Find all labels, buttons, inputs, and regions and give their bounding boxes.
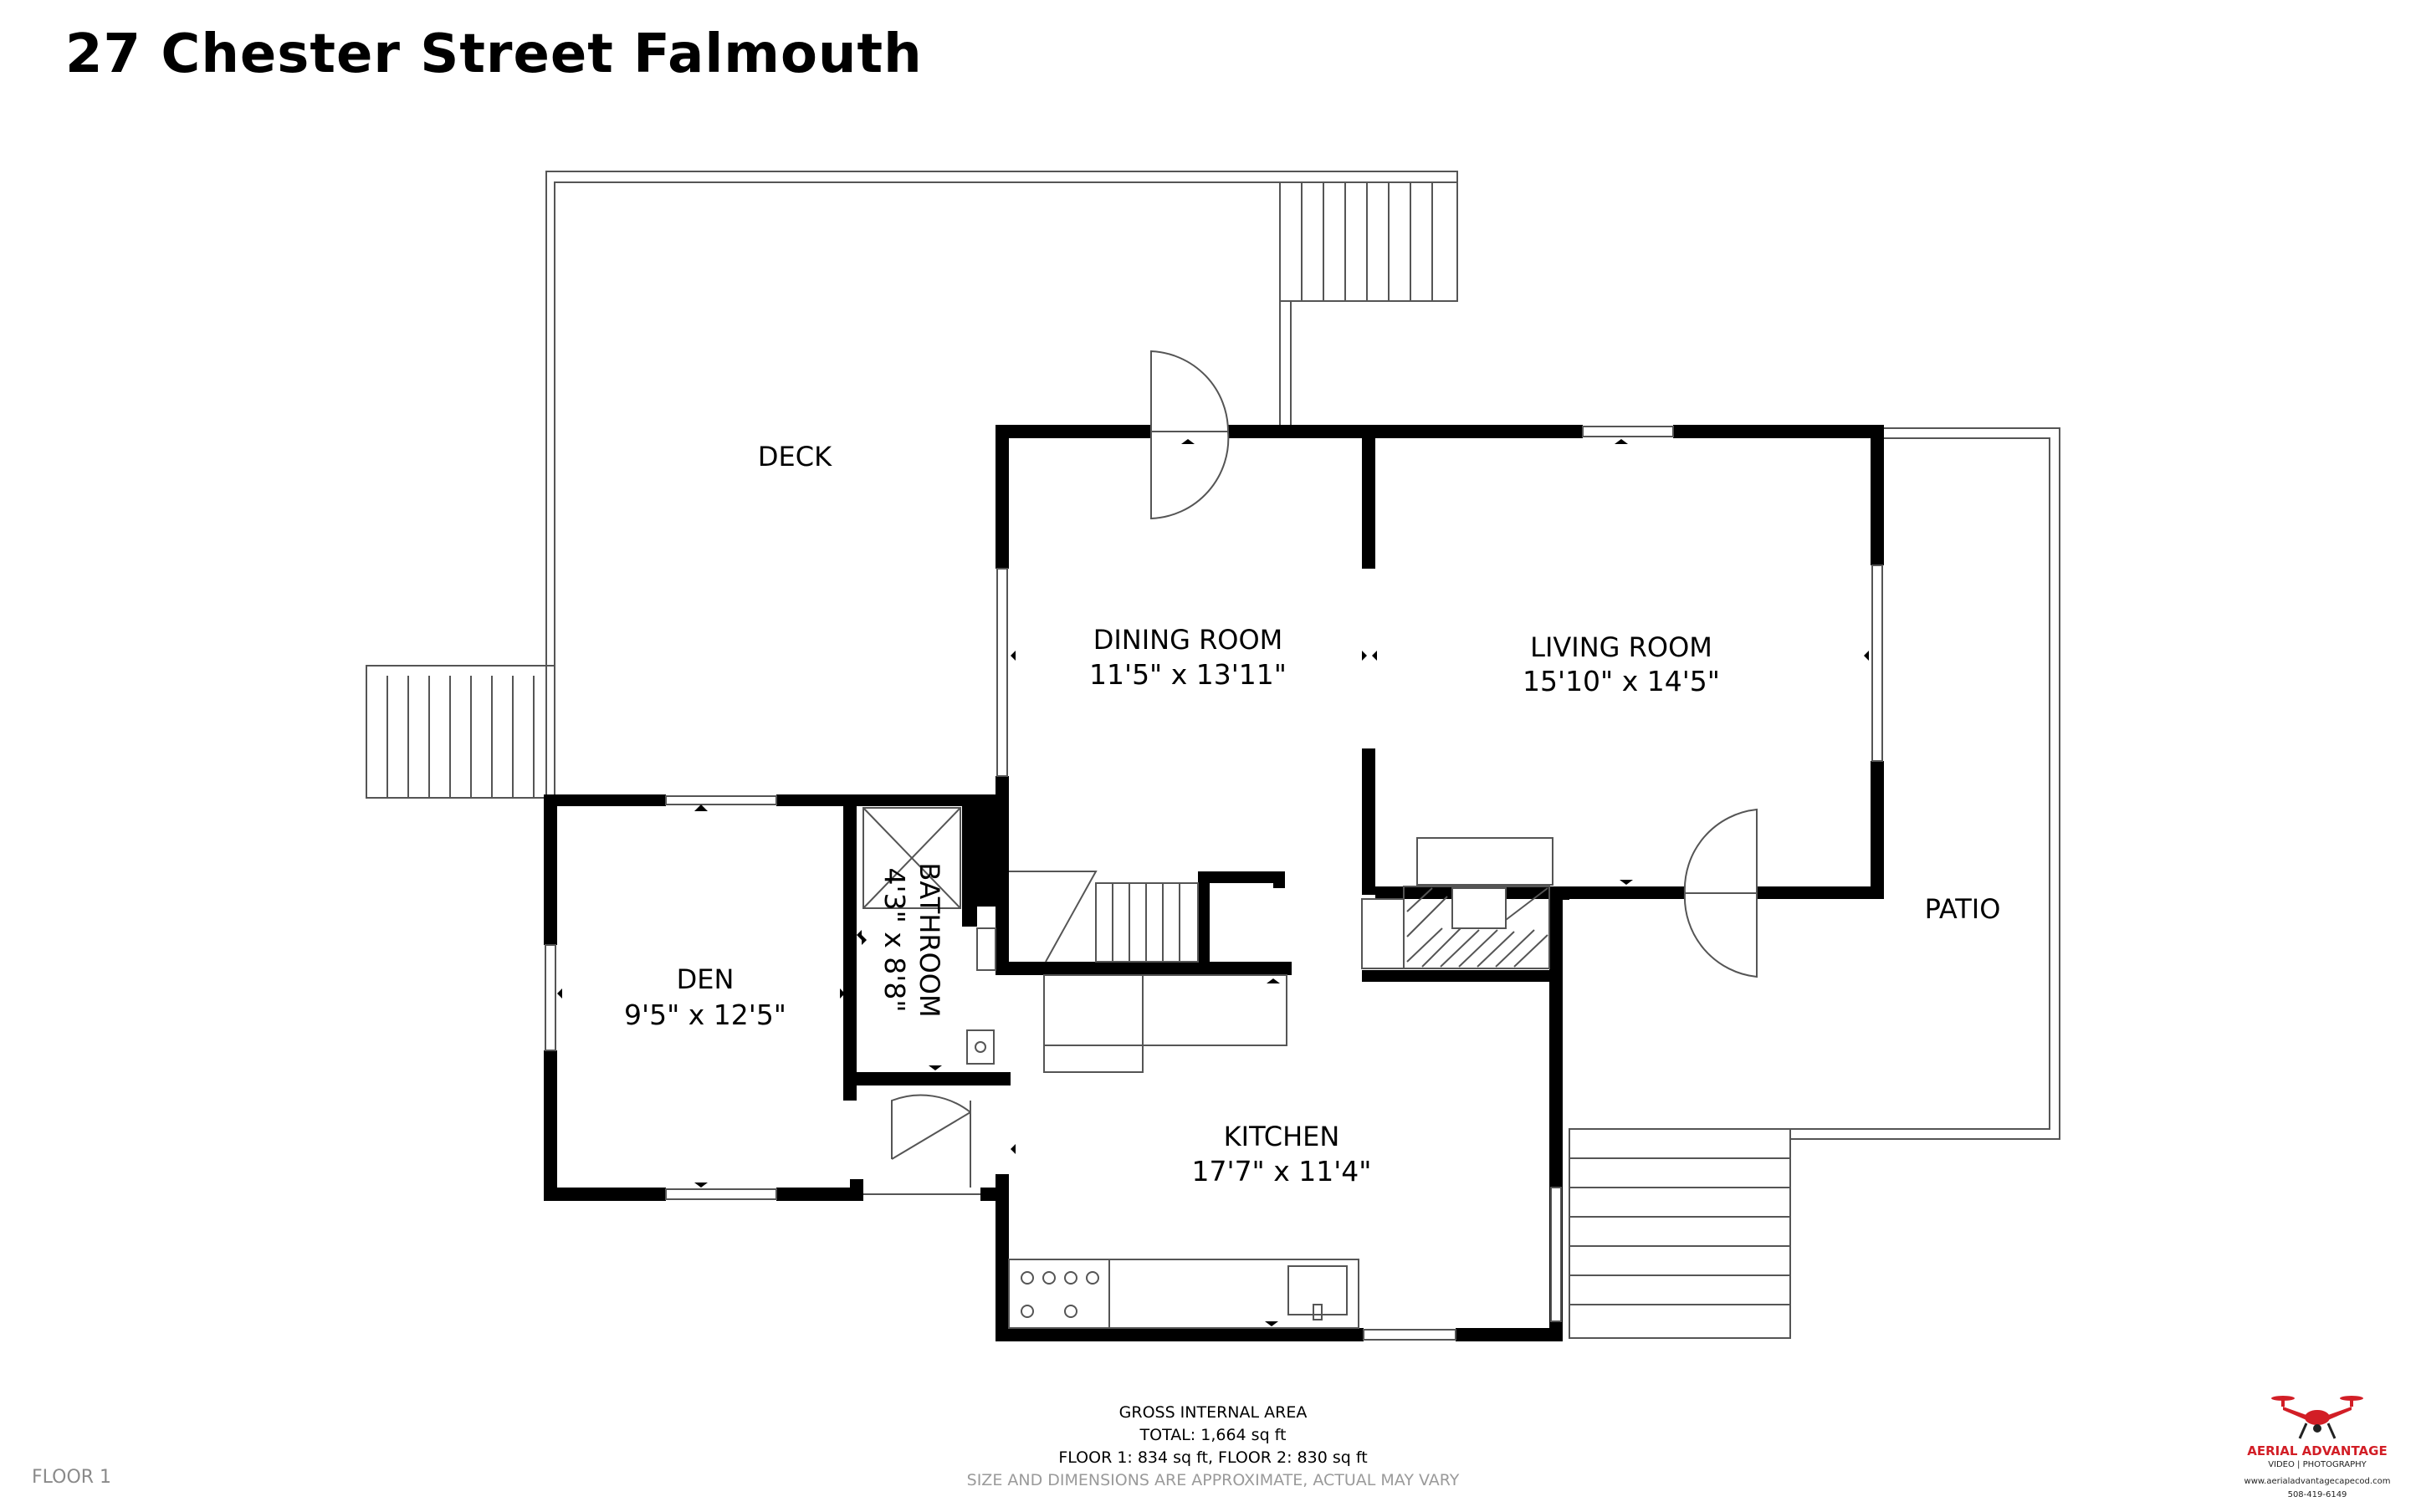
- company-logo: AERIAL ADVANTAGE VIDEO | PHOTOGRAPHY www…: [2225, 1388, 2409, 1505]
- dimension-markers: [557, 439, 1869, 1326]
- logo-brand: AERIAL ADVANTAGE: [2247, 1443, 2388, 1458]
- area-disclaimer: SIZE AND DIMENSIONS ARE APPROXIMATE, ACT…: [966, 1471, 1460, 1489]
- logo-phone: 508-419-6149: [2287, 1490, 2347, 1499]
- room-label-bathroom: BATHROOM: [914, 862, 945, 1017]
- area-heading: GROSS INTERNAL AREA: [1118, 1403, 1308, 1422]
- doors: [863, 350, 1758, 1195]
- floor-label: FLOOR 1: [32, 1467, 112, 1488]
- interior-stairs: [1009, 871, 1287, 1073]
- kitchen-counter: [1008, 1259, 1359, 1329]
- room-label-den: DEN: [677, 963, 734, 995]
- room-dims-bathroom: 4'3" x 8'8": [878, 868, 911, 1013]
- walls: [544, 425, 1884, 1341]
- gross-area-summary: GROSS INTERNAL AREA TOTAL: 1,664 sq ft F…: [878, 1402, 1548, 1492]
- deck-outline: [366, 171, 1458, 794]
- windows: [545, 426, 1883, 1341]
- room-label-living: LIVING ROOM: [1530, 631, 1712, 663]
- room-dims-den: 9'5" x 12'5": [624, 999, 786, 1031]
- room-dims-kitchen: 17'7" x 11'4": [1192, 1155, 1372, 1188]
- patio-stairs: [1569, 1128, 1791, 1339]
- page-title: 27 Chester Street Falmouth: [65, 23, 923, 85]
- fireplace: [1403, 837, 1553, 969]
- room-dims-dining: 11'5" x 13'11": [1089, 658, 1287, 691]
- area-total: TOTAL: 1,664 sq ft: [1139, 1426, 1287, 1444]
- room-label-deck: DECK: [758, 441, 832, 472]
- area-floors: FLOOR 1: 834 sq ft, FLOOR 2: 830 sq ft: [1058, 1448, 1368, 1467]
- deck-stairs-left: [366, 665, 547, 799]
- bathroom-fixtures: [862, 807, 996, 1065]
- drone-icon: [2271, 1396, 2363, 1439]
- logo-subtitle: VIDEO | PHOTOGRAPHY: [2268, 1460, 2367, 1469]
- room-label-kitchen: KITCHEN: [1224, 1121, 1340, 1152]
- room-label-patio: PATIO: [1925, 893, 2001, 925]
- logo-website: www.aerialadvantagecapecod.com: [2244, 1477, 2391, 1486]
- deck-stairs-top: [1279, 181, 1458, 302]
- room-label-dining: DINING ROOM: [1093, 624, 1283, 656]
- patio-outline: [1569, 427, 2060, 1338]
- room-dims-living: 15'10" x 14'5": [1523, 665, 1720, 697]
